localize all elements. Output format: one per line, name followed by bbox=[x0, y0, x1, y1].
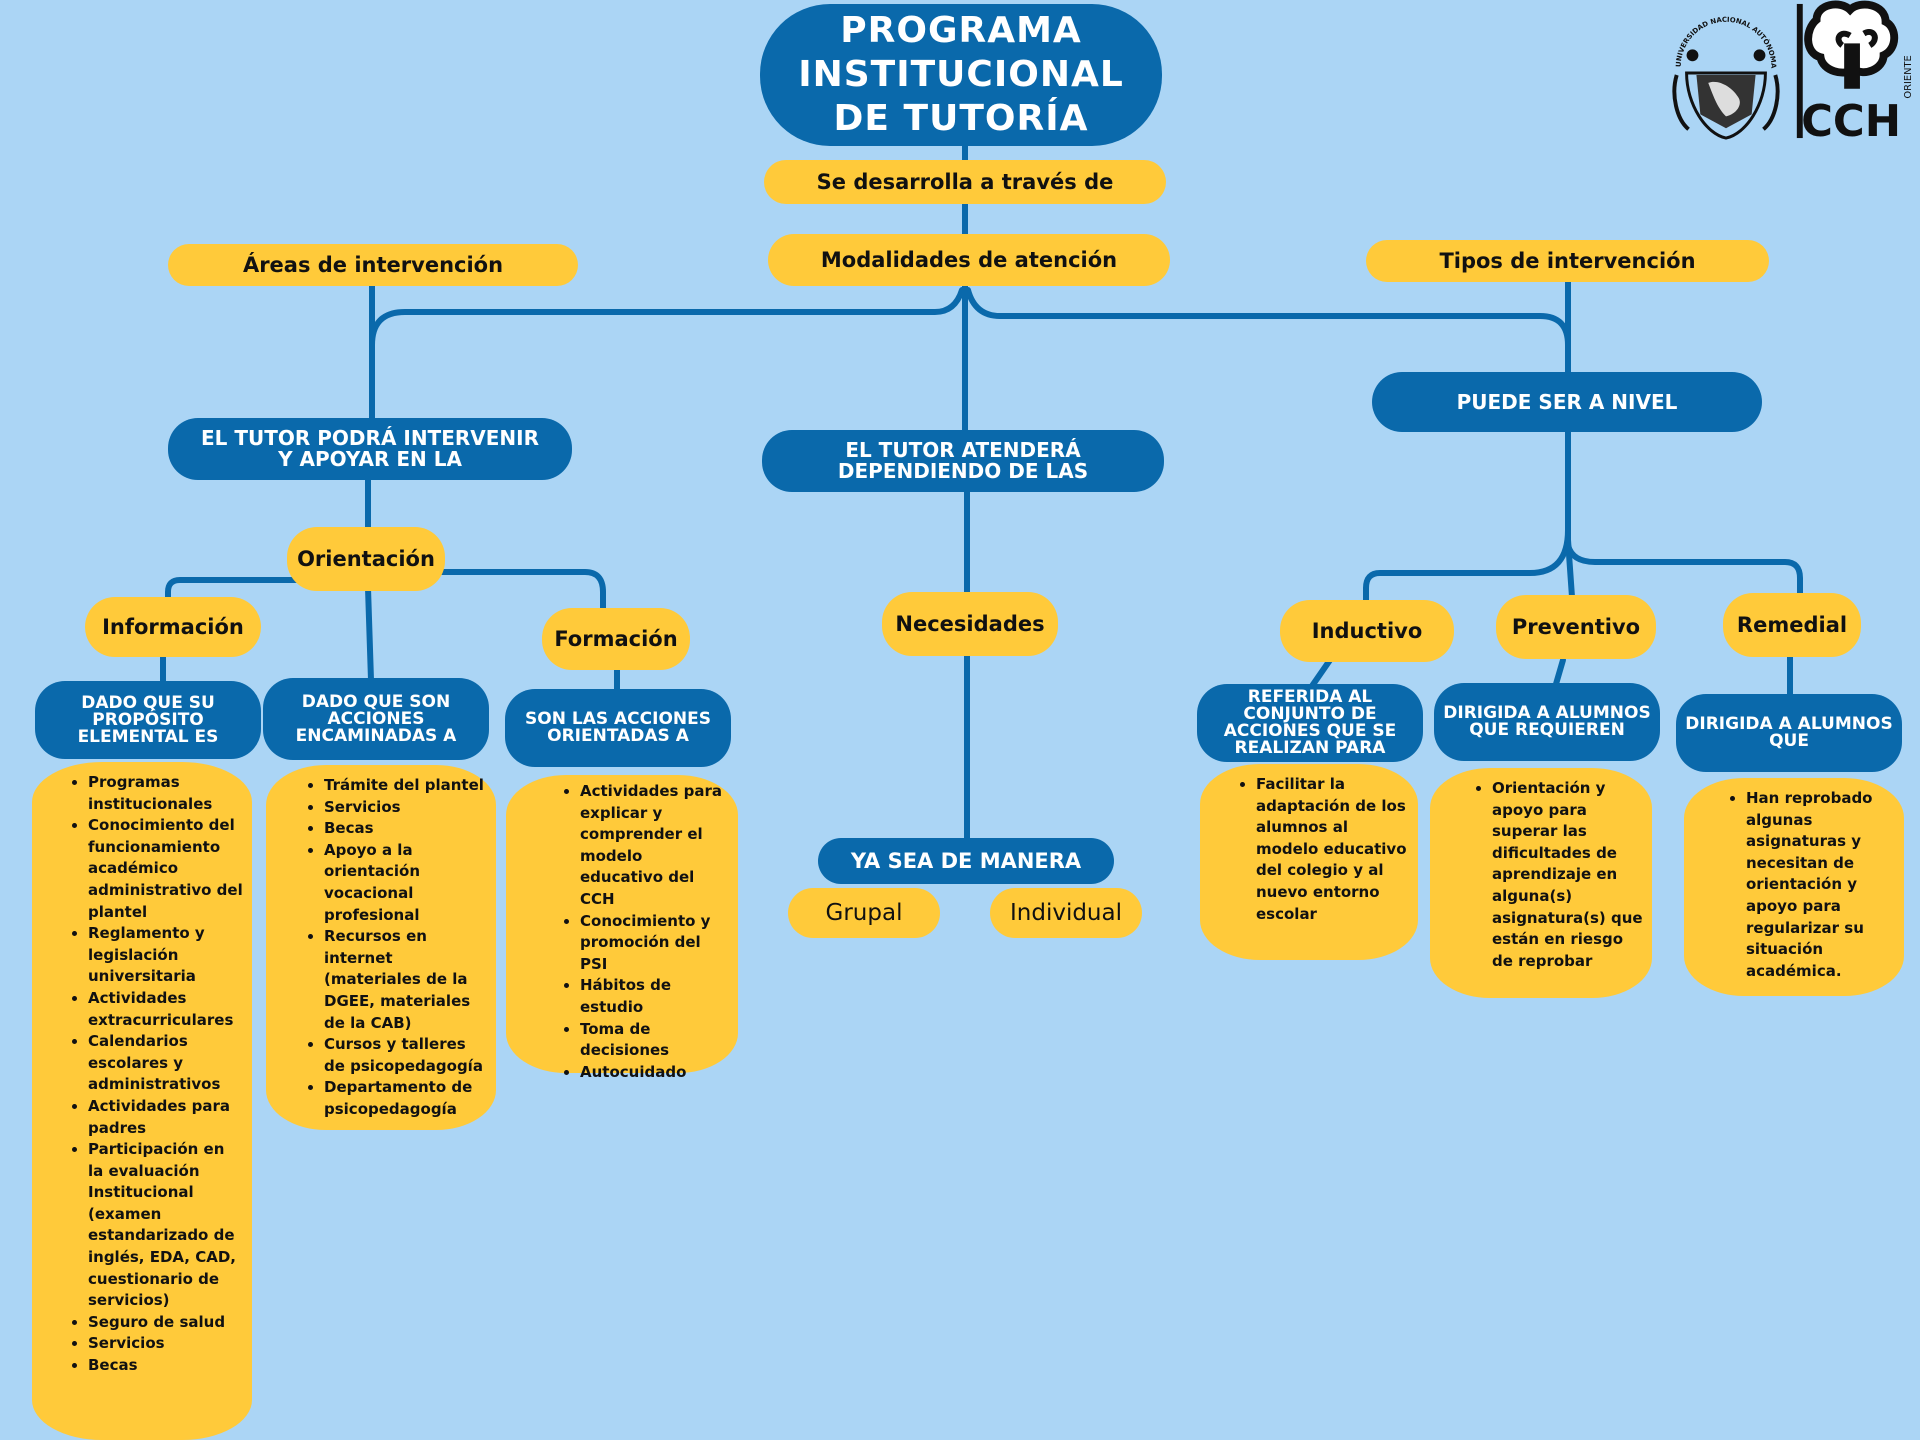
statement-inductivo: REFERIDA AL CONJUNTO DE ACCIONES QUE SE … bbox=[1197, 684, 1423, 762]
list-item: Han reprobado algunas asignaturas y nece… bbox=[1746, 788, 1896, 982]
list-acciones: Trámite del plantelServiciosBecasApoyo a… bbox=[266, 765, 496, 1130]
node-inductivo: Inductivo bbox=[1280, 600, 1454, 662]
list-remedial-items: Han reprobado algunas asignaturas y nece… bbox=[1712, 788, 1896, 982]
line-preventivo-to-statement bbox=[1553, 657, 1566, 687]
list-item: Toma de decisiones bbox=[580, 1019, 728, 1062]
label-areas: Áreas de intervención bbox=[168, 244, 578, 286]
line-orientacion-to-informacion bbox=[165, 577, 301, 603]
node-remedial: Remedial bbox=[1723, 593, 1861, 657]
list-item: Conocimiento y promoción del PSI bbox=[580, 911, 728, 976]
statement-remedial: DIRIGIDA A ALUMNOS QUE bbox=[1676, 694, 1902, 772]
node-formacion: Formación bbox=[542, 608, 690, 670]
line-orientacion-to-acciones bbox=[365, 585, 374, 683]
line-center-to-tipos bbox=[965, 287, 1571, 378]
node-orientacion: Orientación bbox=[287, 527, 445, 591]
list-formacion: Actividades para explicar y comprender e… bbox=[506, 775, 738, 1081]
statement-modalidades: EL TUTOR ATENDERÁ DEPENDIENDO DE LAS bbox=[762, 430, 1164, 492]
line-tipos-to-inductivo bbox=[1363, 527, 1571, 606]
list-item: Seguro de salud bbox=[88, 1312, 244, 1334]
cch-tree-icon: CCH ORIENTE bbox=[1796, 0, 1914, 142]
statement-preventivo: DIRIGIDA A ALUMNOS QUE REQUIEREN bbox=[1434, 683, 1660, 761]
statement-informacion: DADO QUE SU PROPÓSITO ELEMENTAL ES bbox=[35, 681, 261, 759]
list-item: Participación en la evaluación Instituci… bbox=[88, 1139, 244, 1312]
node-informacion: Información bbox=[85, 597, 261, 657]
node-necesidades: Necesidades bbox=[882, 592, 1058, 656]
list-item: Apoyo a la orientación vocacional profes… bbox=[324, 840, 490, 926]
line-tipos-to-remedial bbox=[1565, 542, 1803, 598]
list-item: Hábitos de estudio bbox=[580, 975, 728, 1018]
unam-seal-icon: UNIVERSIDAD NACIONAL AUTÓNOMA DE MÉXICO bbox=[1664, 6, 1780, 140]
list-item: Actividades para padres bbox=[88, 1096, 244, 1139]
list-item: Autocuidado bbox=[580, 1062, 728, 1084]
list-item: Actividades para explicar y comprender e… bbox=[580, 781, 728, 911]
list-item: Reglamento y legislación universitaria bbox=[88, 923, 244, 988]
option-individual: Individual bbox=[990, 888, 1142, 938]
node-preventivo: Preventivo bbox=[1496, 595, 1656, 659]
list-remedial: Han reprobado algunas asignaturas y nece… bbox=[1684, 778, 1904, 996]
list-item: Servicios bbox=[324, 797, 490, 819]
list-item: Departamento de psicopedagogía bbox=[324, 1077, 490, 1120]
line-inductivo-to-statement bbox=[1309, 657, 1333, 689]
list-item: Calendarios escolares y administrativos bbox=[88, 1031, 244, 1096]
list-informacion-items: Programas institucionalesConocimiento de… bbox=[54, 772, 244, 1377]
list-item: Conocimiento del funcionamiento académic… bbox=[88, 815, 244, 923]
cch-text: CCH bbox=[1801, 97, 1901, 142]
list-inductivo-items: Facilitar la adaptación de los alumnos a… bbox=[1222, 774, 1410, 925]
connector-label: Se desarrolla a través de bbox=[764, 160, 1166, 204]
statement-acciones: DADO QUE SON ACCIONES ENCAMINADAS A bbox=[263, 678, 489, 760]
option-grupal: Grupal bbox=[788, 888, 940, 938]
list-acciones-items: Trámite del plantelServiciosBecasApoyo a… bbox=[290, 775, 490, 1121]
list-preventivo: Orientación y apoyo para superar las dif… bbox=[1430, 768, 1652, 998]
list-item: Becas bbox=[88, 1355, 244, 1377]
statement-tipos: PUEDE SER A NIVEL bbox=[1372, 372, 1762, 432]
oriente-text: ORIENTE bbox=[1903, 55, 1914, 98]
list-inductivo: Facilitar la adaptación de los alumnos a… bbox=[1200, 764, 1418, 960]
label-tipos: Tipos de intervención bbox=[1366, 240, 1769, 282]
list-preventivo-items: Orientación y apoyo para superar las dif… bbox=[1458, 778, 1644, 972]
list-item: Actividades extracurriculares bbox=[88, 988, 244, 1031]
line-orientacion-to-formacion bbox=[437, 569, 606, 613]
line-center-to-areas bbox=[369, 287, 965, 433]
label-modalidades: Modalidades de atención bbox=[768, 234, 1170, 286]
list-item: Trámite del plantel bbox=[324, 775, 490, 797]
list-informacion: Programas institucionalesConocimiento de… bbox=[32, 762, 252, 1440]
list-item: Programas institucionales bbox=[88, 772, 244, 815]
list-item: Facilitar la adaptación de los alumnos a… bbox=[1256, 774, 1410, 925]
statement-areas: EL TUTOR PODRÁ INTERVENIR Y APOYAR EN LA bbox=[168, 418, 572, 480]
list-formacion-items: Actividades para explicar y comprender e… bbox=[546, 781, 728, 1083]
list-item: Servicios bbox=[88, 1333, 244, 1355]
list-item: Becas bbox=[324, 818, 490, 840]
list-item: Cursos y talleres de psicopedagogía bbox=[324, 1034, 490, 1077]
statement-formacion: SON LAS ACCIONES ORIENTADAS A bbox=[505, 689, 731, 767]
list-item: Orientación y apoyo para superar las dif… bbox=[1492, 778, 1644, 972]
page-title: PROGRAMA INSTITUCIONAL DE TUTORÍA bbox=[760, 4, 1162, 146]
list-item: Recursos en internet (materiales de la D… bbox=[324, 926, 490, 1034]
statement-manera: YA SEA DE MANERA bbox=[818, 838, 1114, 884]
